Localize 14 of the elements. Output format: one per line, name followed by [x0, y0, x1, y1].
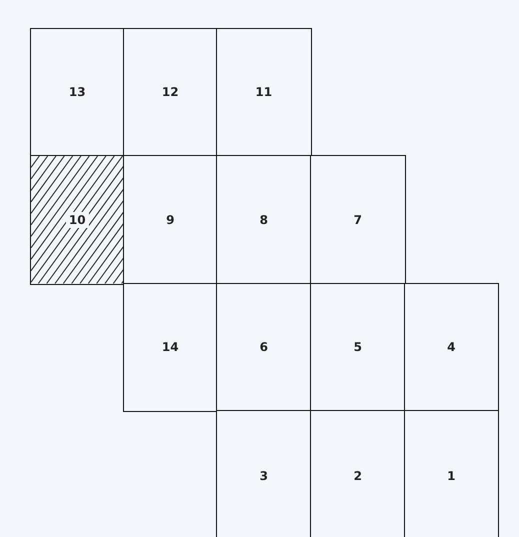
- grid-cell: [30, 28, 124, 156]
- grid-cell: [310, 410, 406, 537]
- cell-number: 10: [66, 212, 89, 228]
- grid-cell: [216, 283, 312, 412]
- grid-cell: [123, 28, 218, 156]
- grid-cell: [216, 155, 312, 284]
- grid-cell: [404, 410, 498, 537]
- grid-cell: [123, 283, 218, 412]
- grid-cell: [404, 283, 498, 412]
- grid-cell: [216, 410, 312, 537]
- grid-cell: [310, 283, 406, 412]
- grid-cell: [310, 155, 406, 284]
- grid-cell: [216, 28, 312, 156]
- grid-cell: [123, 155, 218, 284]
